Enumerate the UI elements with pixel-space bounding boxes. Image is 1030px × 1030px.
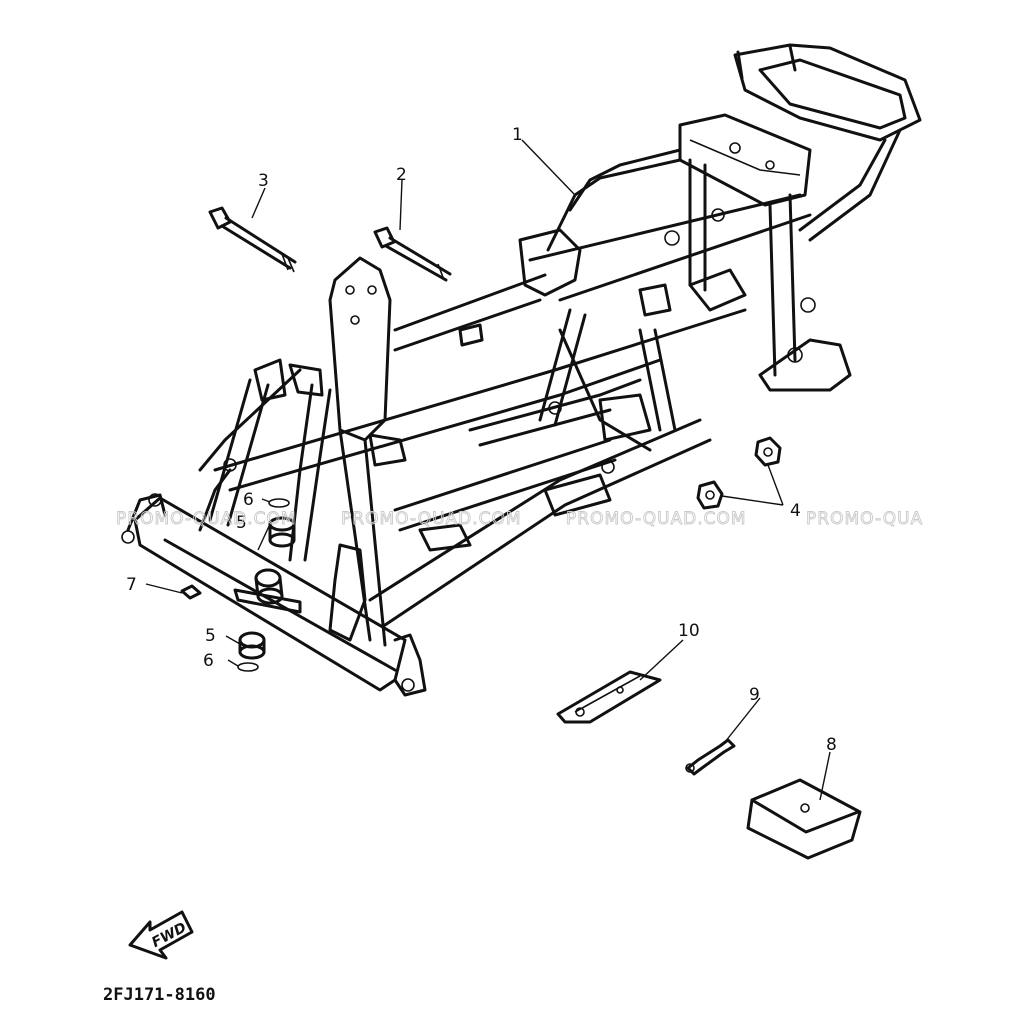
callout-8: 8 — [826, 735, 837, 755]
callout-5-lower: 5 — [205, 626, 216, 646]
nut-part-4 — [696, 436, 782, 510]
bolt-part-2 — [373, 226, 452, 282]
watermark-text: PROMO-QUA — [806, 509, 923, 529]
main-frame — [121, 43, 922, 697]
damper-assembly — [180, 498, 302, 672]
watermark-text: PROMO-QUAD.COM — [341, 509, 522, 529]
diagram-code: 2FJ171-8160 — [103, 985, 216, 1005]
leader-lines — [145, 139, 831, 801]
watermark: PROMO-QUAD.COM PROMO-QUAD.COM PROMO-QUAD… — [116, 509, 923, 530]
callout-1: 1 — [512, 125, 523, 145]
callout-4: 4 — [790, 501, 801, 521]
callout-2: 2 — [396, 165, 407, 185]
callout-5-upper: 5 — [236, 513, 247, 533]
callout-3: 3 — [258, 171, 269, 191]
callout-7: 7 — [126, 575, 137, 595]
tool-kit-part-10 — [556, 670, 662, 724]
forward-arrow-icon: FWD — [128, 910, 194, 960]
callout-6-lower: 6 — [203, 651, 214, 671]
tool-bag-part-8 — [746, 778, 862, 860]
watermark-text: PROMO-QUAD.COM — [566, 509, 747, 529]
tool-part-9 — [685, 738, 736, 776]
watermark-text: PROMO-QUAD.COM — [116, 509, 297, 529]
callout-9: 9 — [749, 685, 760, 705]
callout-6-upper: 6 — [243, 490, 254, 510]
bolt-part-3 — [208, 206, 297, 273]
callout-10: 10 — [678, 621, 700, 641]
callout-labels: 1 2 3 4 5 5 6 6 7 8 9 10 — [126, 125, 837, 755]
